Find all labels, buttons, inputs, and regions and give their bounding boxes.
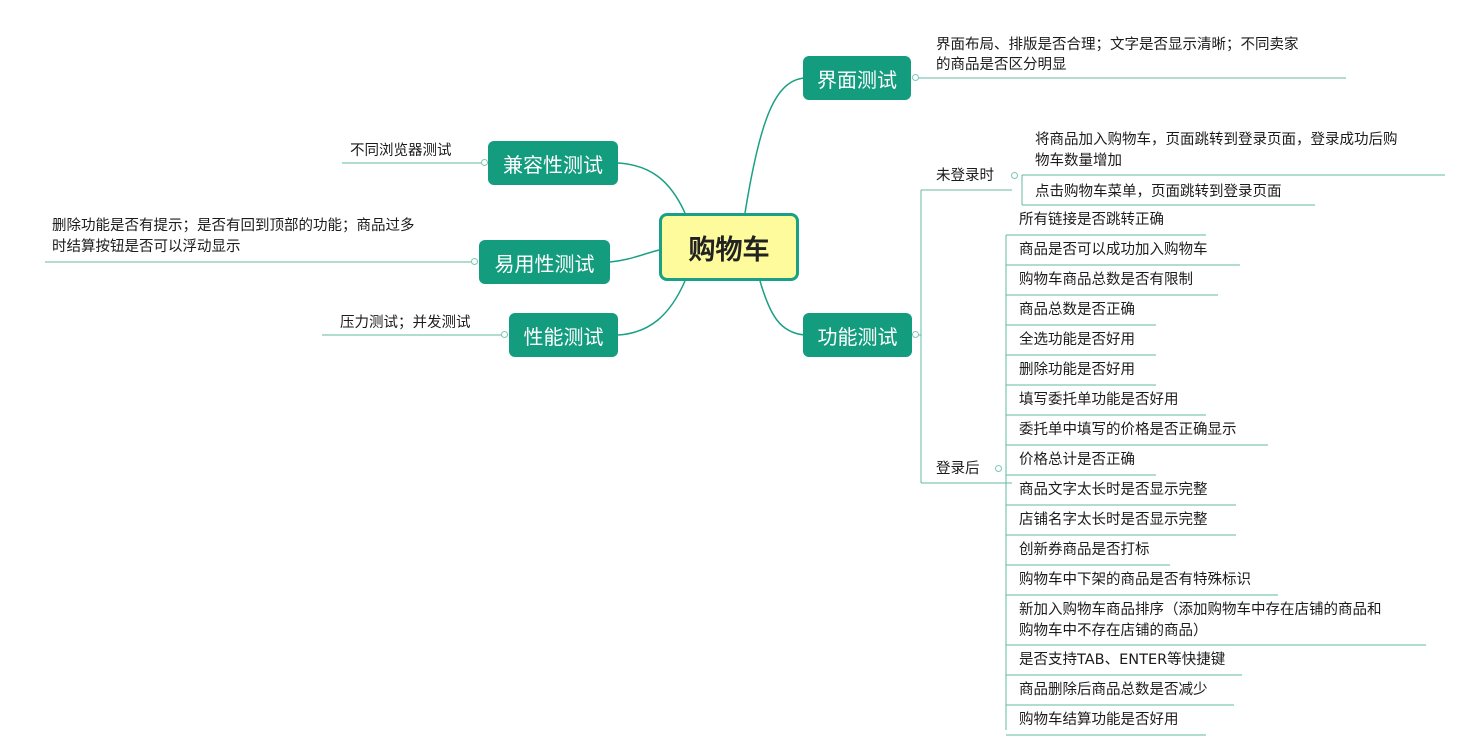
performance-detail[interactable]: 压力测试；并发测试 <box>340 315 471 331</box>
logged-in-item-5[interactable]: 全选功能是否好用 <box>1019 332 1135 348</box>
central-topic[interactable]: 购物车 <box>659 213 799 281</box>
collapse-toggle-icon[interactable] <box>912 331 919 338</box>
compat-detail[interactable]: 不同浏览器测试 <box>350 143 452 159</box>
branch-not-logged-in[interactable]: 未登录时 <box>936 168 994 184</box>
logged-in-item-2[interactable]: 商品是否可以成功加入购物车 <box>1019 242 1208 258</box>
not-logged-item-1-line1[interactable]: 将商品加入购物车，页面跳转到登录页面，登录成功后购 <box>1035 132 1398 148</box>
collapse-toggle-icon[interactable] <box>1011 172 1018 179</box>
logged-in-item-10[interactable]: 商品文字太长时是否显示完整 <box>1019 482 1208 498</box>
branch-logged-in[interactable]: 登录后 <box>936 461 980 477</box>
logged-in-item-9[interactable]: 价格总计是否正确 <box>1019 452 1135 468</box>
logged-in-item-17[interactable]: 购物车结算功能是否好用 <box>1019 712 1179 728</box>
usability-detail-line1[interactable]: 删除功能是否有提示；是否有回到顶部的功能；商品过多 <box>52 218 415 234</box>
not-logged-item-2[interactable]: 点击购物车菜单，页面跳转到登录页面 <box>1035 184 1282 200</box>
ui-detail-line1[interactable]: 界面布局、排版是否合理；文字是否显示清晰；不同卖家 <box>936 37 1299 53</box>
logged-in-item-1[interactable]: 所有链接是否跳转正确 <box>1019 212 1164 228</box>
logged-in-item-6[interactable]: 删除功能是否好用 <box>1019 362 1135 378</box>
logged-in-item-15[interactable]: 是否支持TAB、ENTER等快捷键 <box>1019 652 1226 668</box>
logged-in-item-16[interactable]: 商品删除后商品总数是否减少 <box>1019 682 1208 698</box>
collapse-toggle-icon[interactable] <box>481 159 488 166</box>
logged-in-item-13[interactable]: 购物车中下架的商品是否有特殊标识 <box>1019 572 1251 588</box>
logged-in-item-8[interactable]: 委托单中填写的价格是否正确显示 <box>1019 422 1237 438</box>
topic-compat-test[interactable]: 兼容性测试 <box>488 141 618 185</box>
collapse-toggle-icon[interactable] <box>501 331 508 338</box>
collapse-toggle-icon[interactable] <box>912 74 919 81</box>
collapse-toggle-icon[interactable] <box>471 258 478 265</box>
collapse-toggle-icon[interactable] <box>995 465 1002 472</box>
logged-in-item-12[interactable]: 创新券商品是否打标 <box>1019 542 1150 558</box>
topic-usability-test[interactable]: 易用性测试 <box>479 240 610 284</box>
topic-performance-test[interactable]: 性能测试 <box>509 313 618 357</box>
logged-in-item-14-line2[interactable]: 购物车中不存在店铺的商品） <box>1019 623 1208 639</box>
topic-ui-test[interactable]: 界面测试 <box>803 56 911 100</box>
logged-in-item-14-line1[interactable]: 新加入购物车商品排序（添加购物车中存在店铺的商品和 <box>1019 602 1382 618</box>
logged-in-item-4[interactable]: 商品总数是否正确 <box>1019 302 1135 318</box>
logged-in-item-11[interactable]: 店铺名字太长时是否显示完整 <box>1019 512 1208 528</box>
logged-in-item-7[interactable]: 填写委托单功能是否好用 <box>1019 392 1179 408</box>
usability-detail-line2[interactable]: 时结算按钮是否可以浮动显示 <box>52 239 241 255</box>
ui-detail-line2[interactable]: 的商品是否区分明显 <box>936 57 1067 73</box>
topic-function-test[interactable]: 功能测试 <box>803 313 912 357</box>
logged-in-item-3[interactable]: 购物车商品总数是否有限制 <box>1019 272 1193 288</box>
not-logged-item-1-line2[interactable]: 物车数量增加 <box>1035 153 1122 169</box>
